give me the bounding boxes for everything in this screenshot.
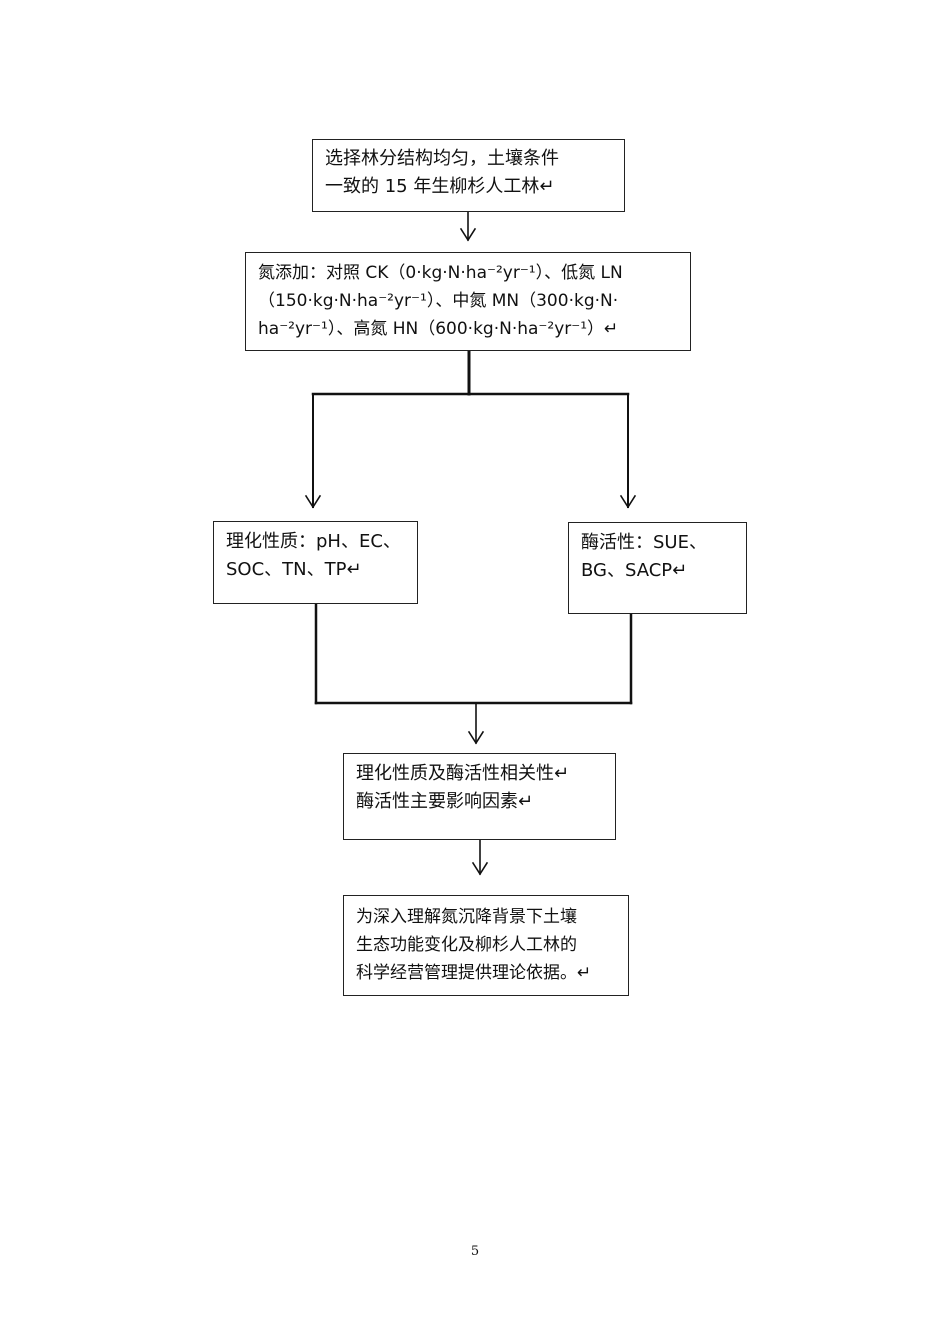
page-number: 5	[470, 1244, 480, 1259]
arrowhead-correlation	[467, 730, 485, 745]
arrowhead-enzyme	[619, 494, 637, 509]
step-select-forest-box: 选择林分结构均匀，土壤条件 一致的 15 年生柳杉人工林↵	[312, 139, 625, 212]
arrowhead-physicochemical	[304, 494, 322, 509]
step-conclusion-box: 为深入理解氮沉降背景下土壤 生态功能变化及柳杉人工林的 科学经营管理提供理论依据…	[343, 895, 629, 996]
step-physicochemical-box: 理化性质：pH、EC、 SOC、TN、TP↵	[213, 521, 418, 604]
arrowhead-conclusion	[471, 861, 489, 876]
step-enzyme-activity-box: 酶活性：SUE、 BG、SACP↵	[568, 522, 747, 614]
arrowhead-nitrogen	[459, 227, 477, 242]
step-correlation-box: 理化性质及酶活性相关性↵ 酶活性主要影响因素↵	[343, 753, 616, 840]
step-nitrogen-addition-box: 氮添加：对照 CK（0·kg·N·ha⁻²yr⁻¹）、低氮 LN （150·kg…	[245, 252, 691, 351]
